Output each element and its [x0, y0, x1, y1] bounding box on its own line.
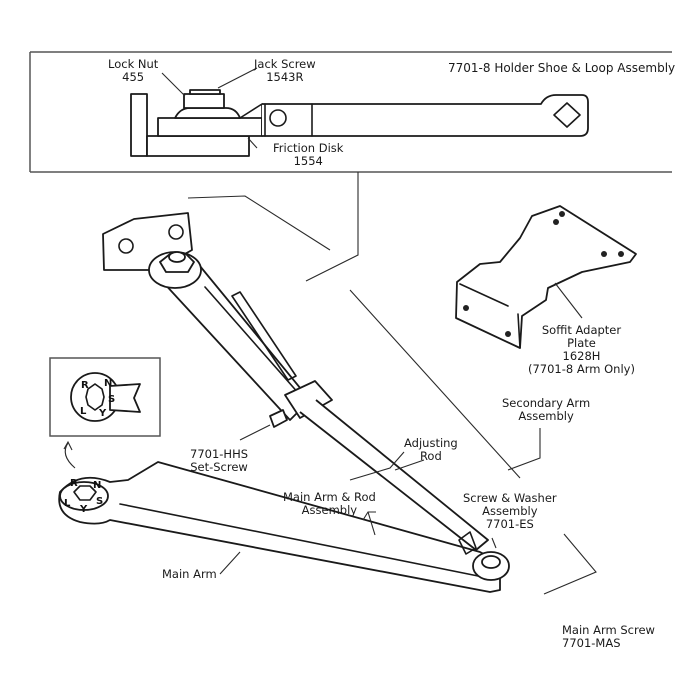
lock-nut: [183, 93, 225, 109]
svg-text:N: N: [104, 378, 112, 389]
svg-text:L: L: [64, 498, 71, 509]
label-soffit-adapter-plate: Soffit Adapter Plate 1628H (7701-8 Arm O…: [528, 323, 635, 376]
spline-detail-box: [49, 357, 161, 437]
holder-loop-arm: [262, 94, 589, 137]
adjusting-rod-leader: [394, 459, 425, 471]
svg-text:S: S: [108, 394, 115, 405]
rod-collar: [284, 380, 333, 419]
label-main-arm: Main Arm: [162, 567, 217, 581]
set-screw: [269, 409, 288, 428]
svg-text:Y: Y: [98, 408, 107, 419]
screw-washer-leader: [491, 537, 497, 549]
main-arm-screw-leader: [543, 533, 597, 595]
diagram-title: 7701-8 Holder Shoe & Loop Assembly: [448, 61, 676, 75]
svg-text:Y: Y: [79, 504, 88, 515]
spline-detail: R N S Y L: [70, 372, 141, 422]
shoe-bracket: [130, 93, 148, 157]
label-lock-nut: Lock Nut 455: [108, 57, 159, 84]
label-set-screw: 7701-HHS Set-Screw: [190, 447, 249, 474]
svg-text:R: R: [70, 478, 78, 489]
friction-disk: [146, 135, 250, 157]
label-screw-washer-assembly: Screw & Washer Assembly 7701-ES: [463, 491, 557, 531]
square-hole: [553, 102, 581, 128]
label-jack-screw: Jack Screw 1543R: [254, 57, 316, 84]
adjusting-rod: [299, 399, 489, 551]
pivot-hole: [269, 109, 287, 127]
label-main-arm-rod-assembly: Main Arm & Rod Assembly: [283, 490, 376, 517]
main-arm: R N S Y L: [58, 461, 510, 593]
main-arm-spline-hub: [59, 481, 109, 511]
secondary-arm-leader: [507, 428, 541, 471]
label-main-arm-screw: Main Arm Screw 7701-MAS: [562, 623, 655, 650]
holder-shoe-side-view: [130, 89, 589, 157]
svg-text:R: R: [81, 380, 89, 391]
svg-text:S: S: [96, 496, 103, 507]
soffit-adapter-plate: [455, 205, 637, 349]
label-secondary-arm-assembly: Secondary Arm Assembly: [502, 396, 591, 423]
label-adjusting-rod: Adjusting Rod: [404, 436, 458, 463]
arm-slot: [231, 291, 297, 381]
base-plate: [157, 117, 263, 137]
jack-screw-head: [189, 89, 221, 95]
washer: [174, 107, 241, 119]
secondary-arm-assembly: [102, 212, 489, 551]
svg-text:N: N: [93, 480, 101, 491]
svg-text:L: L: [80, 406, 87, 417]
main-arm-rod-leader: [362, 511, 376, 521]
label-friction-disk: Friction Disk 1554: [273, 141, 344, 168]
main-arm-leader: [219, 551, 241, 575]
main-arm-body: [58, 461, 501, 593]
set-screw-leader: [239, 424, 271, 441]
